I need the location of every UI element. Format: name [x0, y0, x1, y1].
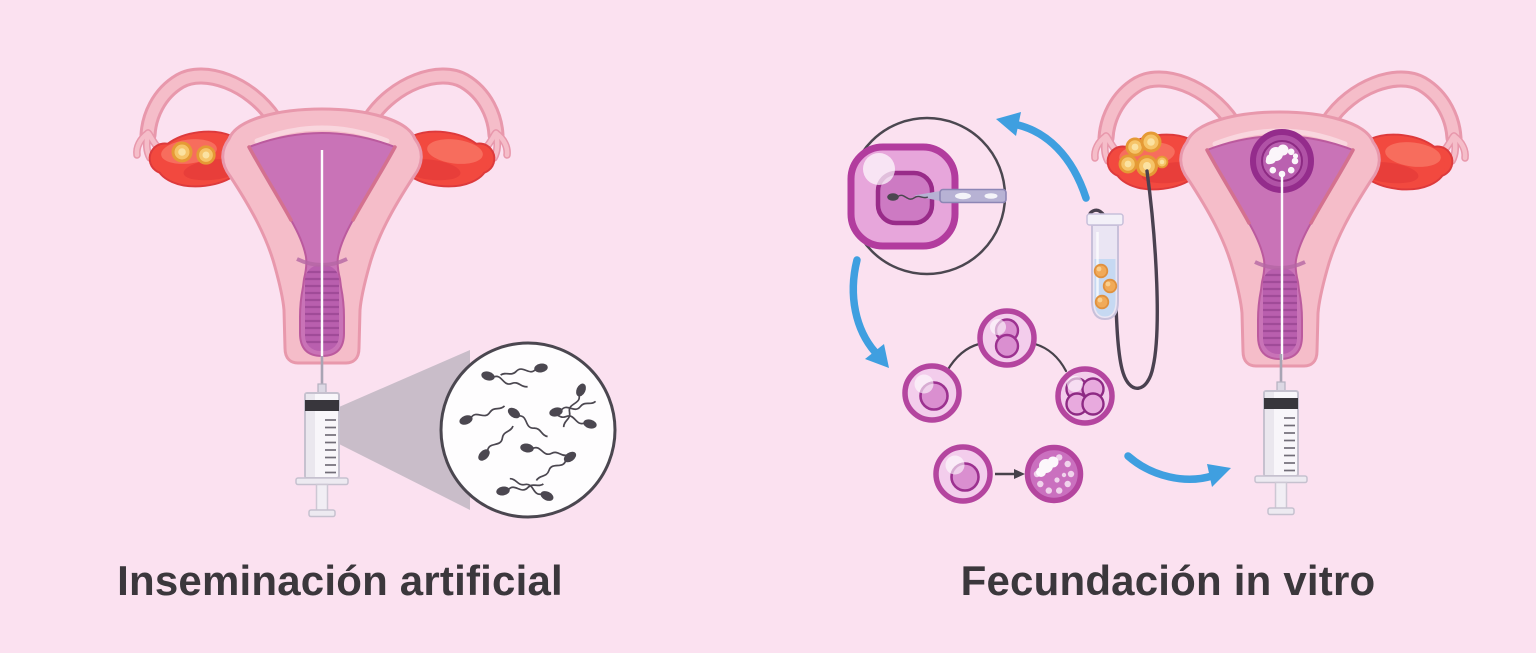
sperm-sample-circle-icon	[439, 341, 617, 519]
zygote-icon	[905, 366, 959, 420]
implanted-embryo-icon	[1250, 129, 1314, 193]
icsi-injection-circle-icon	[847, 116, 1007, 276]
ivf-panel	[847, 79, 1465, 516]
flow-arrow-to-embryos-icon	[849, 256, 889, 368]
uterus-icon	[1095, 79, 1465, 366]
four-cell-embryo-icon	[1055, 366, 1115, 426]
artificial-insemination-panel	[137, 76, 617, 519]
stage-arrow-icon	[995, 469, 1025, 479]
left-panel-title: Inseminación artificial	[117, 557, 563, 604]
right-panel-title: Fecundación in vitro	[960, 557, 1376, 604]
flow-arrow-to-icsi-icon	[996, 112, 1090, 202]
transfer-syringe-icon	[1253, 352, 1309, 516]
egg-retrieval-catheter-icon	[1087, 169, 1159, 390]
blastocyst-icon	[1024, 444, 1084, 504]
flow-arrow-to-transfer-icon	[1124, 452, 1231, 487]
zygote-icon	[936, 447, 990, 501]
retrieved-eggs-icon	[1093, 263, 1118, 310]
two-cell-embryo-icon	[977, 308, 1037, 368]
test-tube-icon	[1086, 213, 1124, 321]
magnifier-cone-icon	[339, 350, 470, 510]
embryo-development-stages-icon	[905, 308, 1115, 504]
micropipette-icon	[914, 188, 1007, 204]
